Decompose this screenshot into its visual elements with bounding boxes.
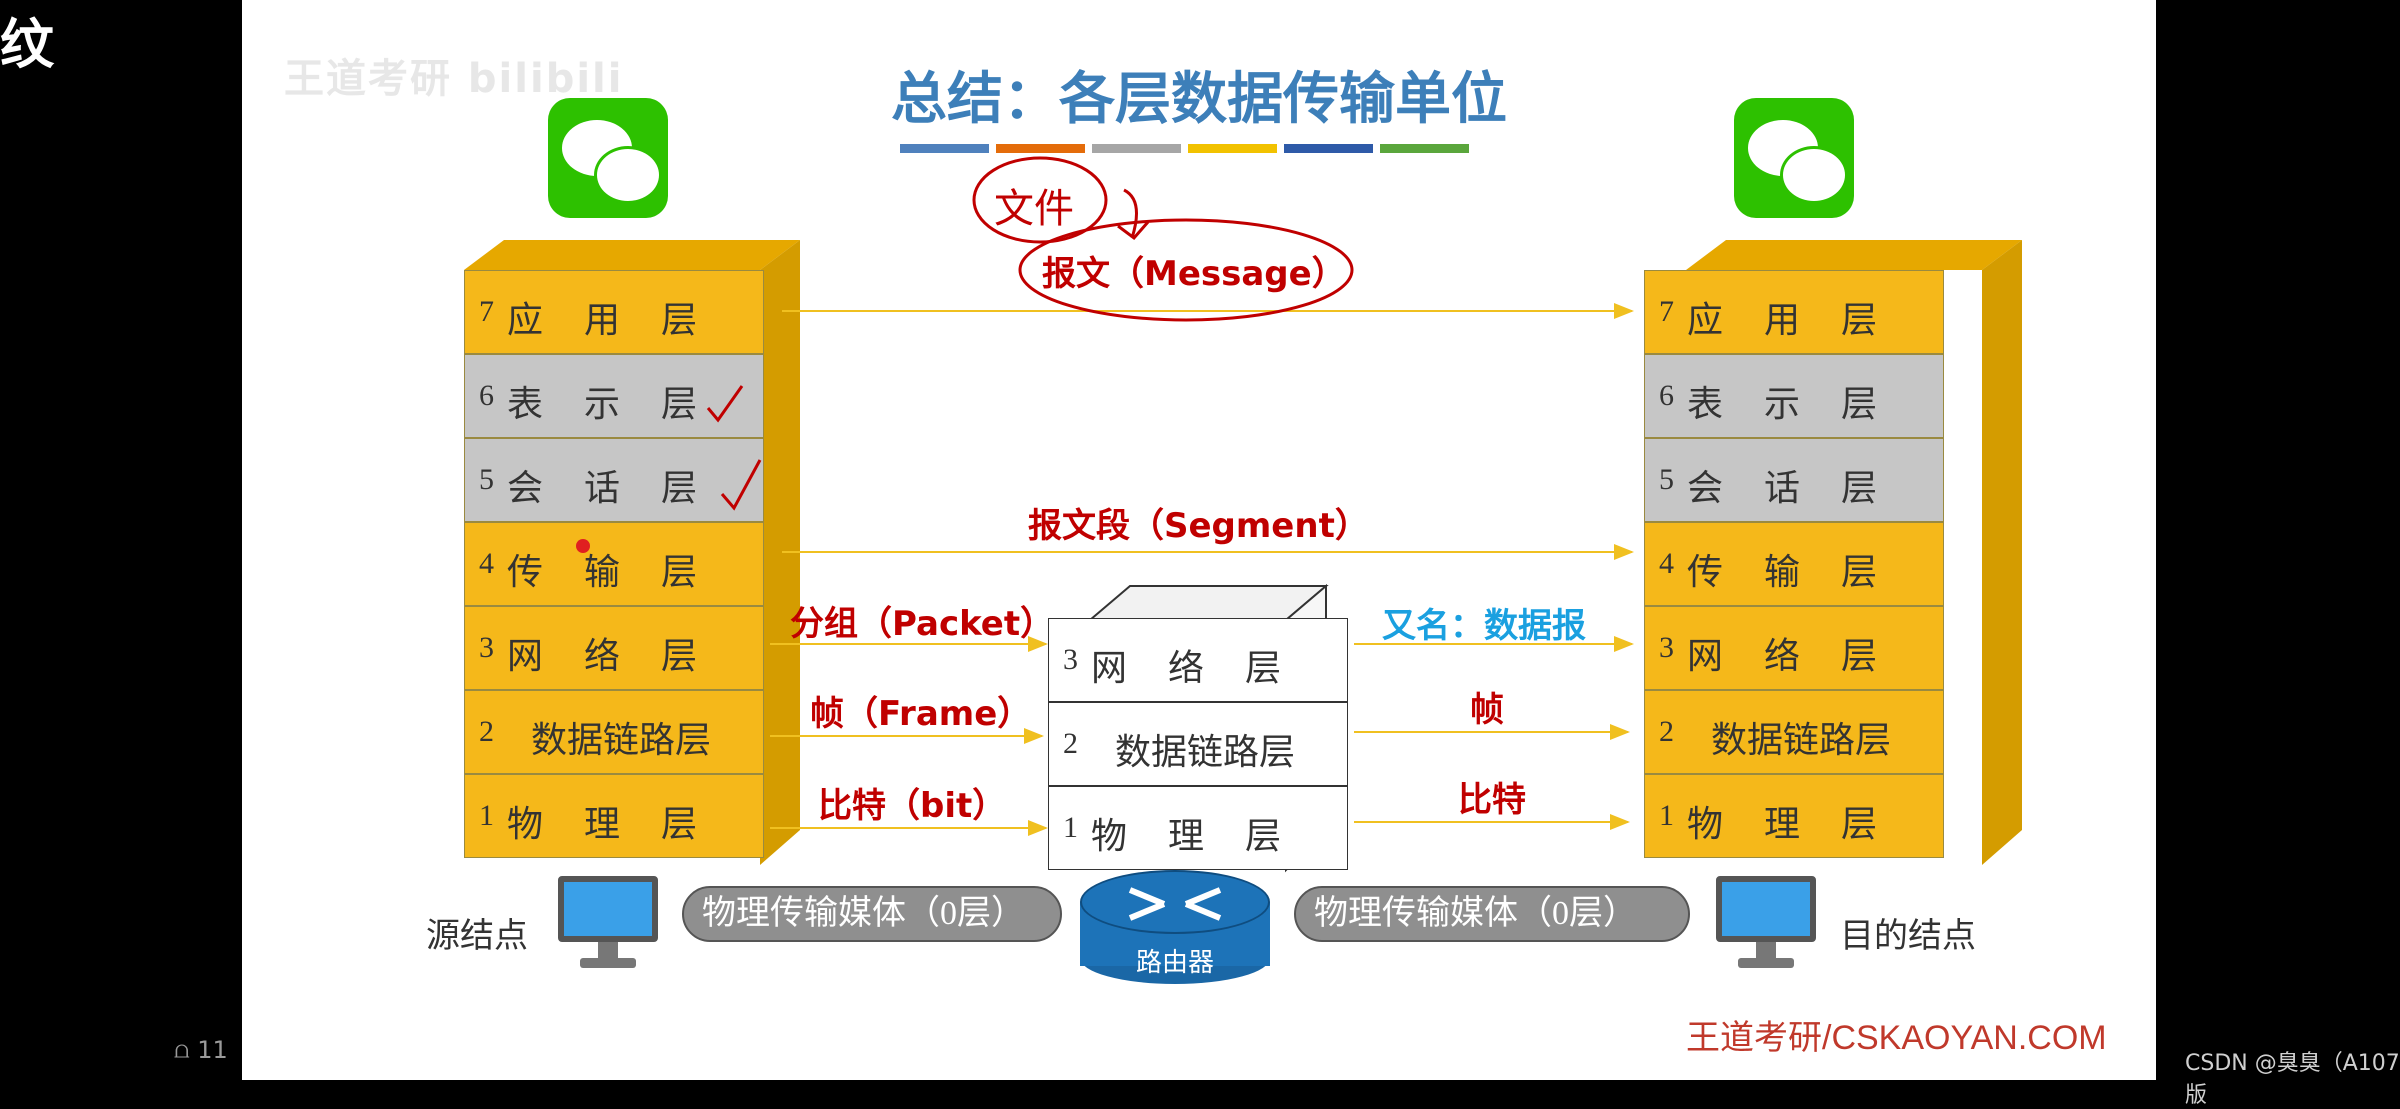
- source-node-label: 源结点: [426, 908, 528, 957]
- media-left: 物理传输媒体（0层）: [682, 886, 1062, 942]
- dest-computer-icon: [1716, 876, 1816, 976]
- corner-text: 纹: [0, 0, 54, 79]
- media-right: 物理传输媒体（0层）: [1294, 886, 1690, 942]
- message-label: 报文（Message）: [1042, 246, 1346, 295]
- credit-label: CSDN @臭臭（A107版: [2185, 1045, 2400, 1109]
- router-label: 路由器: [1080, 942, 1270, 979]
- dest-node-label: 目的结点: [1840, 908, 1976, 957]
- packet-label: 分组（Packet）: [790, 596, 1054, 645]
- segment-label: 报文段（Segment）: [1028, 498, 1369, 547]
- bottom-left-indicator: ⩍ 11: [174, 1036, 228, 1064]
- source-computer-icon: [558, 876, 658, 976]
- bit-label-right: 比特: [1458, 772, 1526, 821]
- packet-alias-label: 又名：数据报: [1382, 598, 1586, 647]
- frame-label-right: 帧: [1470, 682, 1504, 731]
- annotation-wenjian: 文件: [994, 176, 1074, 234]
- bit-label-left: 比特（bit）: [818, 778, 1006, 827]
- pointer-dot: [576, 539, 590, 553]
- router-icon: 路由器: [1080, 870, 1270, 986]
- router-arrows-icon: [1120, 878, 1230, 928]
- footer-brand: 王道考研/CSKAOYAN.COM: [1686, 1010, 2107, 1059]
- frame-label-left: 帧（Frame）: [810, 686, 1031, 735]
